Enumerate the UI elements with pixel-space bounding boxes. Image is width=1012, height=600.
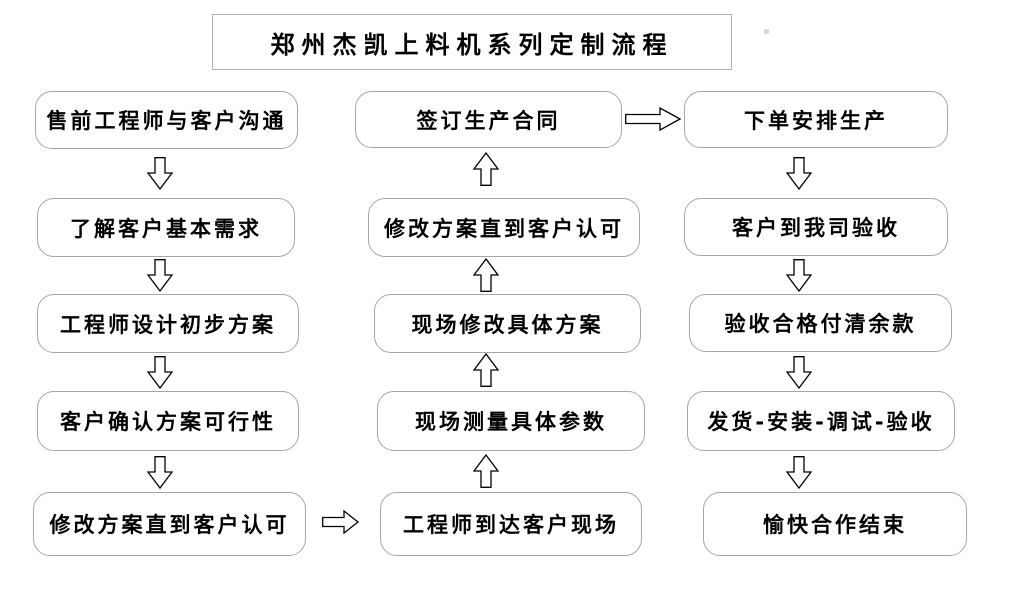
title-box: 郑州杰凯上料机系列定制流程 [212, 14, 732, 70]
flow-step-right-4: 发货-安装-调试-验收 [687, 391, 955, 451]
flow-step-left-5: 修改方案直到客户认可 [33, 492, 306, 556]
flow-step-middle-3: 现场修改具体方案 [374, 294, 641, 353]
flow-step-middle-5: 工程师到达客户现场 [380, 492, 642, 556]
flow-step-right-5: 愉快合作结束 [703, 492, 967, 556]
up-arrow-icon [473, 353, 499, 387]
flow-step-left-3: 工程师设计初步方案 [37, 294, 299, 353]
down-arrow-icon [786, 456, 812, 489]
up-arrow-icon [473, 258, 499, 292]
flow-step-left-1: 售前工程师与客户沟通 [35, 91, 298, 149]
down-arrow-icon [786, 356, 812, 389]
flow-step-middle-1: 签订生产合同 [355, 91, 622, 148]
down-arrow-icon [786, 259, 812, 292]
down-arrow-icon [147, 356, 173, 389]
page-title: 郑州杰凯上料机系列定制流程 [270, 30, 674, 59]
flow-step-middle-2: 修改方案直到客户认可 [368, 198, 640, 257]
flow-step-right-3: 验收合格付清余款 [689, 294, 952, 352]
flow-step-right-1: 下单安排生产 [684, 91, 948, 148]
right-arrow-icon [322, 510, 359, 534]
flow-step-left-4: 客户确认方案可行性 [37, 391, 299, 451]
right-arrow-icon [625, 107, 681, 131]
flow-step-middle-4: 现场测量具体参数 [377, 391, 645, 451]
up-arrow-icon [473, 454, 499, 488]
down-arrow-icon [147, 157, 173, 190]
flow-step-right-2: 客户到我司验收 [684, 198, 948, 256]
up-arrow-icon [473, 152, 499, 186]
down-arrow-icon [147, 456, 173, 489]
artifact-dot [764, 29, 769, 34]
down-arrow-icon [147, 259, 173, 292]
down-arrow-icon [786, 157, 812, 190]
flow-step-left-2: 了解客户基本需求 [37, 198, 295, 257]
